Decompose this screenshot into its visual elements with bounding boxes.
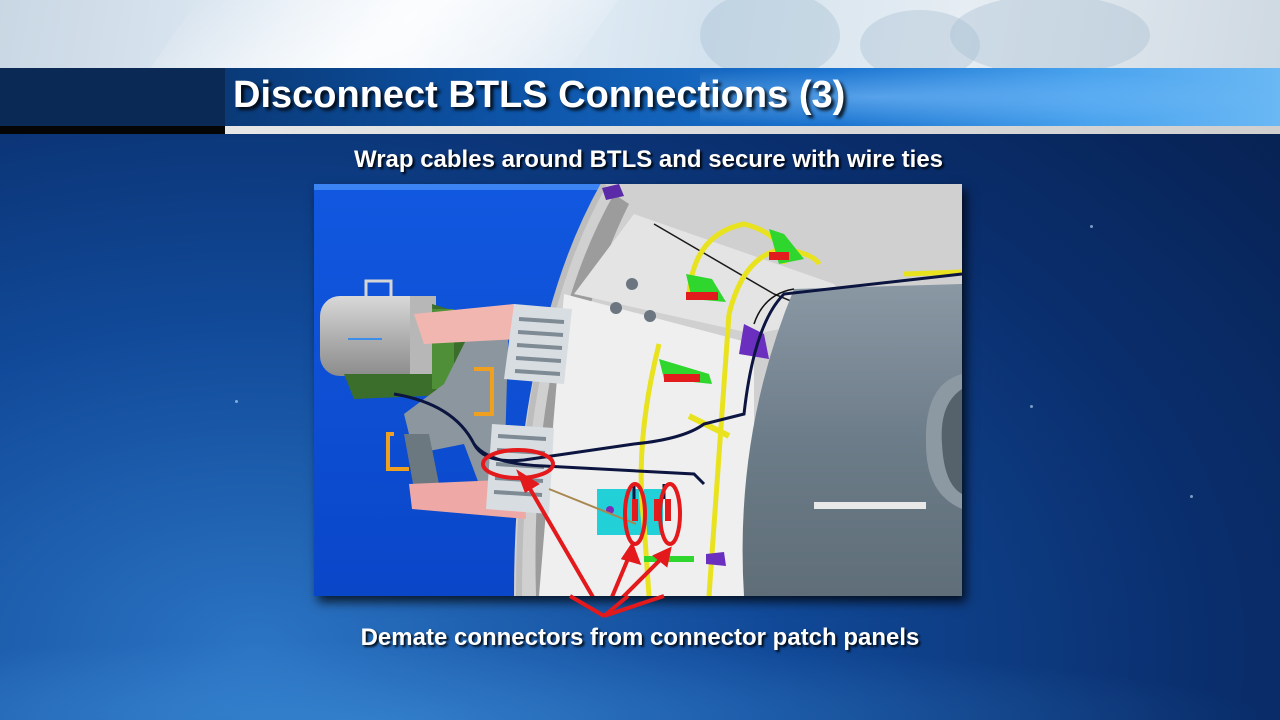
- bolt: [626, 278, 638, 290]
- title-underline-light: [225, 126, 1280, 134]
- connector-red: [665, 499, 671, 521]
- orange-frame: [474, 367, 494, 416]
- btls-canister: [320, 296, 430, 376]
- figure-caption-container: Demate connectors from connector patch p…: [0, 624, 1280, 652]
- header-background: [0, 0, 1280, 100]
- cable-navy: [472, 443, 706, 486]
- callout-ellipse: [623, 482, 647, 546]
- purple-bracket: [602, 184, 624, 200]
- handrail-stub: [687, 413, 731, 439]
- callout-ellipse: [481, 448, 555, 480]
- cylinder-edge: [753, 288, 795, 325]
- pressurized-cylinder: [742, 284, 962, 596]
- module-surface: [539, 294, 754, 596]
- red-foot: [686, 292, 718, 300]
- star-sparkle: [1030, 405, 1033, 408]
- connector-red: [632, 499, 638, 521]
- bottom-glow: [0, 640, 1280, 720]
- support-leg: [404, 434, 439, 489]
- handrail-yellow: [638, 343, 662, 596]
- cable-navy: [393, 272, 962, 463]
- handrail-yellow: [903, 269, 962, 277]
- arrowhead: [620, 541, 642, 566]
- slide-title: Disconnect BTLS Connections (3): [233, 74, 846, 116]
- red-foot: [769, 252, 789, 260]
- figure-subtitle: Wrap cables around BTLS and secure with …: [353, 146, 944, 173]
- star-sparkle: [1190, 495, 1193, 498]
- title-band-dark-section: [0, 68, 225, 126]
- purple-bracket: [706, 552, 726, 566]
- world-map-decoration: [700, 0, 840, 80]
- patch-panel-upper: [504, 304, 572, 384]
- upper-panel: [574, 214, 859, 334]
- arrowhead: [652, 546, 672, 568]
- callout-arrows: [516, 469, 672, 596]
- bolt: [644, 310, 656, 322]
- cylinder-stripe: [814, 502, 926, 509]
- figure-caption: Demate connectors from connector patch p…: [360, 624, 920, 651]
- canister-handle: [364, 279, 393, 296]
- orange-frame: [386, 432, 409, 471]
- title-band: [0, 68, 1280, 126]
- bolt: [610, 302, 622, 314]
- world-map-decoration: [950, 0, 1150, 75]
- btls-cad-illustration: [314, 184, 962, 596]
- red-foot: [664, 374, 700, 382]
- pink-plate: [414, 304, 519, 344]
- title-underline-dark: [0, 126, 225, 134]
- arrowhead: [516, 469, 540, 493]
- callout-ellipse: [658, 482, 682, 546]
- handrail-yellow: [706, 313, 732, 596]
- port-ring-inner: [941, 389, 962, 494]
- title-band-glow: [700, 68, 1280, 126]
- cable-tan: [548, 488, 637, 525]
- connector-red: [654, 499, 660, 521]
- star-sparkle: [235, 400, 238, 403]
- star-sparkle: [1090, 225, 1093, 228]
- figure-subtitle-container: Wrap cables around BTLS and secure with …: [0, 146, 1280, 174]
- patch-panel-connectors: [514, 317, 565, 376]
- cad-figure: [314, 184, 962, 596]
